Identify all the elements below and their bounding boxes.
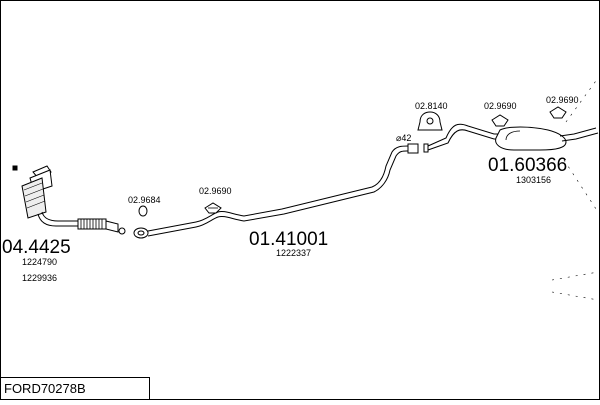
rear-silencer-ref-1: 1303156 (516, 175, 551, 185)
part-number-rear-silencer: 01.60366 (488, 155, 567, 176)
rear-silencer-assembly (427, 123, 599, 151)
catalyst-body-icon (21, 177, 47, 219)
clamp-ring-icon (138, 205, 148, 217)
labels: 04.4425 1224790 1229936 01.41001 1222337… (2, 95, 579, 283)
fitting-label-hanger-mid: 02.9690 (199, 186, 232, 196)
rubber-hanger-rear-a-icon (491, 114, 509, 127)
fitting-label-clamp: 02.9684 (128, 195, 161, 205)
diagram-code: FORD70278B (4, 381, 86, 396)
rubber-hanger-rear-b-icon (549, 106, 567, 119)
part-number-middle-pipe: 01.41001 (249, 229, 328, 250)
catalyst-assembly (12, 165, 126, 235)
reference-lines (551, 77, 599, 301)
middle-pipe-ref-1: 1222337 (276, 248, 311, 258)
pipe-clamp-icon (133, 227, 149, 239)
middle-pipe (133, 143, 429, 239)
part-number-catalyst: 04.4425 (2, 237, 71, 258)
pipe-diameter-label: ⌀42 (396, 133, 411, 143)
catalyst-ref-1: 1224790 (22, 257, 57, 267)
silencer-body-icon (495, 126, 567, 151)
fittings (138, 106, 567, 217)
sensor-plug-icon (12, 165, 18, 171)
fitting-label-hanger-8140: 02.8140 (415, 101, 448, 111)
fitting-label-hanger-rear-a: 02.9690 (484, 101, 517, 111)
catalyst-ref-2: 1229936 (22, 273, 57, 283)
fitting-label-hanger-rear-b: 02.9690 (546, 95, 579, 105)
